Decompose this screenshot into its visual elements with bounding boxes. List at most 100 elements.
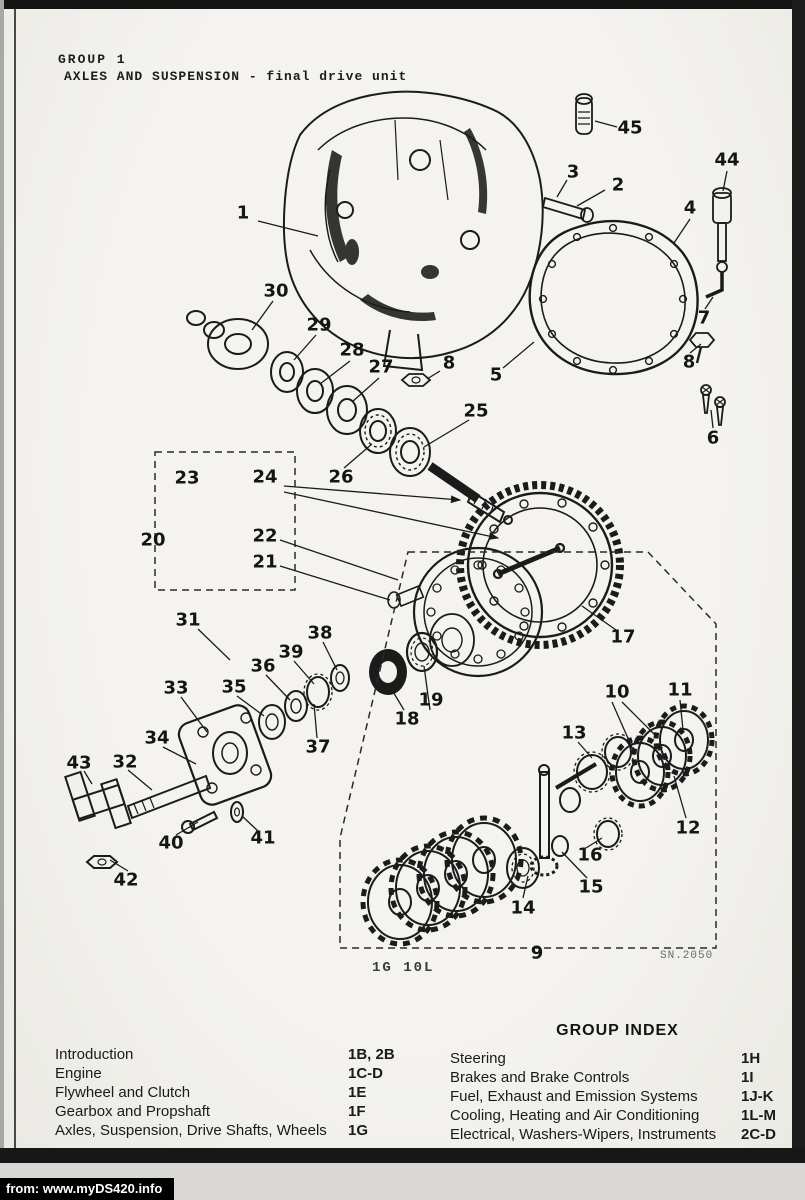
index-label: Fuel, Exhaust and Emission Systems <box>450 1088 698 1105</box>
part-callout-41: 41 <box>250 827 276 849</box>
part-callout-20: 20 <box>140 529 166 551</box>
index-row: Electrical, Washers-Wipers, Instruments 2… <box>450 1125 785 1144</box>
part-callout-4: 4 <box>683 197 697 219</box>
index-label: Introduction <box>55 1046 134 1063</box>
scan-edge-top <box>0 0 805 9</box>
figure-code: 1G 10L <box>372 960 435 976</box>
index-row: Gearbox and Propshaft 1F <box>55 1102 398 1121</box>
index-code: 1C-D <box>348 1065 384 1082</box>
part-callout-21: 21 <box>252 551 278 573</box>
part-callout-31: 31 <box>175 609 201 631</box>
index-label: Engine <box>55 1065 102 1082</box>
scan-edge-left <box>0 0 4 1200</box>
part-callout-33: 33 <box>163 677 189 699</box>
part-callout-39: 39 <box>278 641 304 663</box>
index-code: 1H <box>741 1050 761 1067</box>
part-callout-40: 40 <box>158 832 184 854</box>
index-label: Flywheel and Clutch <box>55 1084 191 1101</box>
part-callout-35: 35 <box>221 676 247 698</box>
index-code: 1B, 2B <box>348 1046 395 1063</box>
part-callout-15: 15 <box>578 876 604 898</box>
index-code: 1J-K <box>741 1088 774 1105</box>
index-label: Brakes and Brake Controls <box>450 1069 630 1086</box>
index-code: 1L-M <box>741 1107 776 1124</box>
part-callout-2: 2 <box>611 174 625 196</box>
crown-wheel <box>387 481 624 678</box>
part-callout-24: 24 <box>252 466 278 488</box>
part-callout-25: 25 <box>463 400 489 422</box>
part-callout-30: 30 <box>263 280 289 302</box>
part-callout-38: 38 <box>307 622 333 644</box>
part-callout-29: 29 <box>306 314 332 336</box>
index-code: 1E <box>348 1084 367 1101</box>
fasteners-top <box>400 93 732 426</box>
index-label: Electrical, Washers-Wipers, Instruments <box>450 1126 717 1143</box>
part-callout-14: 14 <box>510 897 536 919</box>
part-callout-26: 26 <box>328 466 354 488</box>
part-callout-16: 16 <box>577 844 603 866</box>
scan-line-left <box>14 9 16 1149</box>
exploded-diagram <box>64 90 732 949</box>
part-callout-42: 42 <box>113 869 139 891</box>
index-row: Axles, Suspension, Drive Shafts, Wheels 1… <box>55 1121 398 1140</box>
part-callout-44: 44 <box>714 149 740 171</box>
part-callout-17: 17 <box>610 626 636 648</box>
index-row: Steering 1H <box>450 1049 785 1068</box>
part-callout-43: 43 <box>66 752 92 774</box>
part-callout-8: 8 <box>682 351 696 373</box>
index-code: 1F <box>348 1103 366 1120</box>
index-row: Fuel, Exhaust and Emission Systems 1J-K <box>450 1087 785 1106</box>
part-callout-10: 10 <box>604 681 630 703</box>
part-callout-34: 34 <box>144 727 170 749</box>
index-label: Cooling, Heating and Air Conditioning <box>450 1107 700 1124</box>
index-row: Cooling, Heating and Air Conditioning 1L-… <box>450 1106 785 1125</box>
part-callout-19: 19 <box>418 689 444 711</box>
rear-cover <box>528 220 699 376</box>
index-row: Engine 1C-D <box>55 1064 398 1083</box>
part-callout-45: 45 <box>617 117 643 139</box>
index-code: 1I <box>741 1069 754 1086</box>
part-callout-6: 6 <box>706 427 720 449</box>
part-callout-13: 13 <box>561 722 587 744</box>
part-callout-18: 18 <box>394 708 420 730</box>
index-label: Steering <box>450 1050 506 1067</box>
group-label: GROUP 1 <box>58 52 127 67</box>
pinion-stack <box>186 310 513 525</box>
part-callout-23: 23 <box>174 467 200 489</box>
part-callout-1: 1 <box>236 202 250 224</box>
watermark: from: www.myDS420.info <box>0 1178 175 1200</box>
output-shaft-stack <box>64 664 350 869</box>
index-row: Introduction 1B, 2B <box>55 1045 398 1064</box>
index-row: Brakes and Brake Controls 1I <box>450 1068 785 1087</box>
index-label: Gearbox and Propshaft <box>55 1103 211 1120</box>
part-callout-36: 36 <box>250 655 276 677</box>
scan-edge-right <box>792 0 805 1165</box>
leader-lines <box>83 120 728 899</box>
part-callout-7: 7 <box>697 307 711 329</box>
scan-edge-bottom <box>0 1148 805 1163</box>
part-callout-37: 37 <box>305 736 331 758</box>
part-callout-27: 27 <box>368 356 394 378</box>
part-callout-3: 3 <box>566 161 580 183</box>
index-code: 2C-D <box>741 1126 777 1143</box>
part-callout-9: 9 <box>530 942 544 964</box>
part-callout-5: 5 <box>489 364 503 386</box>
dashed-boundaries <box>154 451 717 949</box>
part-callout-32: 32 <box>112 751 138 773</box>
group-index-title: GROUP INDEX <box>556 1022 679 1039</box>
part-callout-22: 22 <box>252 525 278 547</box>
part-callout-8: 8 <box>442 352 456 374</box>
index-code: 1G <box>348 1122 369 1139</box>
part-callout-11: 11 <box>667 679 693 701</box>
page-title: AXLES AND SUSPENSION - final drive unit <box>64 69 408 84</box>
index-label: Axles, Suspension, Drive Shafts, Wheels <box>55 1122 327 1139</box>
part-callout-12: 12 <box>675 817 701 839</box>
index-row: Flywheel and Clutch 1E <box>55 1083 398 1102</box>
oil-seal <box>369 649 407 695</box>
housing-shading <box>325 128 488 322</box>
part-callout-28: 28 <box>339 339 365 361</box>
